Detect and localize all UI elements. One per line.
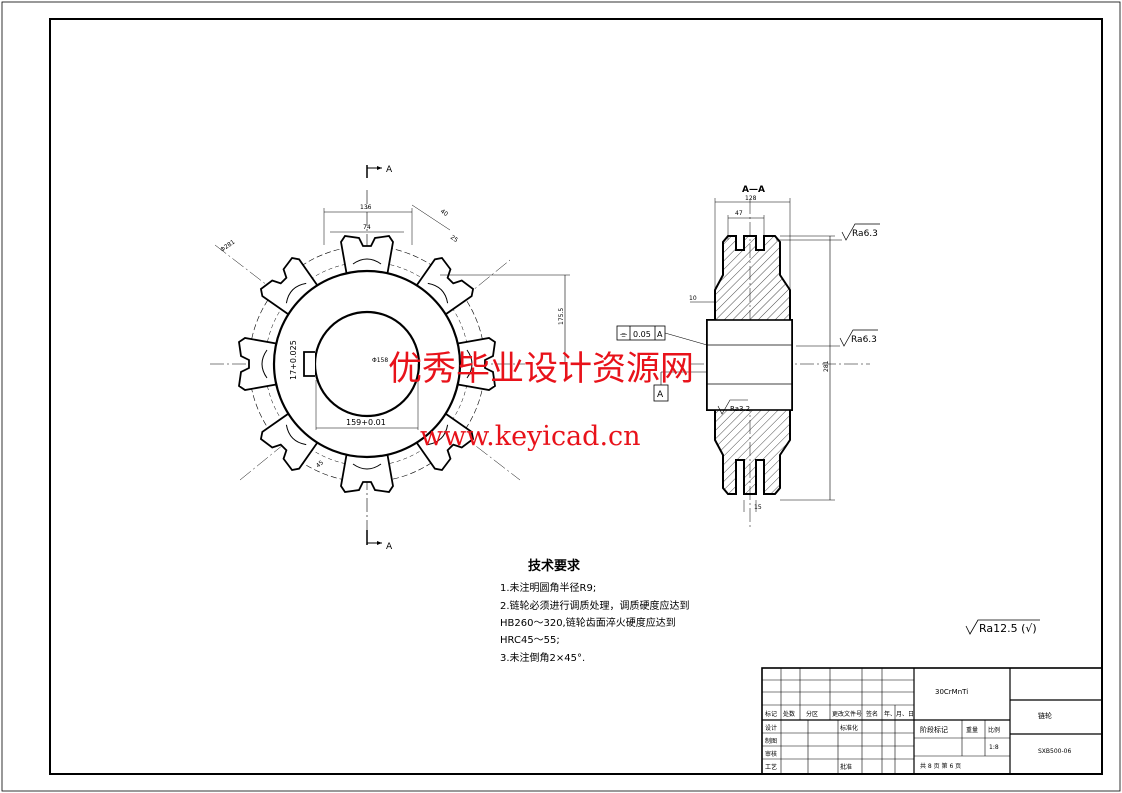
- dim-tooth-gap: 47: [735, 210, 743, 217]
- label-design: 设计: [765, 724, 777, 732]
- label-draft: 制图: [765, 737, 777, 745]
- front-view: A A 136 74 40 25 Φ281 175.5 17+0.025 Φ15…: [210, 165, 570, 552]
- ra-bore: Ra3.2: [730, 405, 750, 413]
- title-block: [761, 667, 1103, 775]
- tol-value: 0.05: [633, 330, 651, 339]
- hdr-count: 处数: [783, 710, 795, 718]
- dim-bore-len: 159+0.01: [346, 418, 386, 427]
- tech-item-4: HRC45～55;: [500, 635, 560, 646]
- sprocket-tooth: [340, 451, 394, 493]
- dim-outer-dia: Φ281: [219, 239, 236, 254]
- tooth-chamfer-line: [285, 282, 307, 304]
- tech-item-1: 1.未注明圆角半径R9;: [500, 581, 596, 594]
- dim-bore: Φ158: [372, 357, 388, 364]
- tol-datum: A: [657, 330, 663, 339]
- hdr-date: 年、月、日: [884, 710, 914, 718]
- sheet-info: 共 8 页 第 6 页: [920, 762, 961, 770]
- dim-inner-width: 74: [363, 224, 371, 231]
- section-mark-top: A: [386, 165, 393, 175]
- datum-box: A: [657, 390, 664, 400]
- dim-pitch: 175.5: [558, 308, 565, 325]
- hdr-sign: 签名: [866, 710, 878, 718]
- tooth-chamfer-line: [261, 349, 268, 379]
- watermark-cn: 优秀毕业设计资源网: [388, 349, 694, 389]
- sprocket-tooth: [454, 337, 496, 391]
- tech-item-5: 3.未注倒角2×45°.: [500, 651, 585, 664]
- scale-label: 比例: [988, 726, 1000, 734]
- tooth-chamfer-line: [427, 282, 449, 304]
- hdr-mark: 标记: [765, 710, 777, 718]
- section-title: A—A: [742, 185, 765, 195]
- dim-hub-offset: 10: [689, 295, 697, 302]
- hdr-file: 更改文件号: [832, 710, 862, 718]
- weight-label: 重量: [966, 726, 978, 734]
- tech-item-3: HB260～320,链轮齿面淬火硬度应达到: [500, 616, 676, 629]
- label-process: 工艺: [765, 763, 777, 771]
- tooth-chamfer-line: [352, 463, 382, 470]
- watermark-url: www.keyicad.cn: [420, 421, 641, 452]
- dim-tooth-width: 40: [439, 208, 449, 218]
- sprocket-tooth: [340, 235, 394, 277]
- dim-chordal: 136: [360, 204, 372, 211]
- section-view: A—A 128 47 10 15 281 Ra6.3 Ra6.3: [616, 185, 880, 530]
- scale-value: 1:8: [989, 744, 999, 751]
- tech-item-2: 2.链轮必须进行调质处理，调质硬度应达到: [500, 599, 690, 612]
- label-check: 审核: [765, 750, 777, 758]
- label-approve: 批准: [840, 763, 852, 771]
- drawing-border: [49, 18, 1103, 775]
- drawing-no: SXB500-06: [1038, 748, 1071, 755]
- ra-top: Ra6.3: [852, 229, 878, 239]
- dim-bottom-gap: 15: [754, 504, 762, 511]
- ra-mid: Ra6.3: [851, 335, 877, 345]
- dim-angle: 45: [315, 459, 325, 469]
- tooth-chamfer-line: [352, 258, 382, 265]
- label-standard: 标准化: [840, 724, 858, 732]
- tooth-chamfer-line: [466, 349, 473, 379]
- tooth-chamfer-line: [427, 424, 449, 446]
- dim-keyway: 17+0.025: [289, 340, 298, 380]
- dim-width-total: 128: [745, 195, 757, 202]
- tech-title: 技术要求: [528, 558, 581, 574]
- dim-height: 281: [823, 360, 830, 372]
- ra-general: Ra12.5 (√): [979, 622, 1037, 635]
- tooth-chamfer-line: [285, 424, 307, 446]
- material: 30CrMnTi: [935, 688, 968, 696]
- section-mark-bottom: A: [386, 542, 393, 552]
- hdr-zone: 分区: [806, 710, 818, 718]
- tech-requirements: 技术要求 1.未注明圆角半径R9; 2.链轮必须进行调质处理，调质硬度应达到 H…: [500, 558, 690, 664]
- part-name: 链轮: [1038, 711, 1052, 720]
- tol-symbol: ⌯: [620, 330, 628, 340]
- stage-mark: 阶段标记: [920, 725, 948, 734]
- title-block-text: 30CrMnTi 链轮 SXB500-06 标记 处数 分区 更改文件号 签名 …: [765, 688, 1071, 771]
- sprocket-tooth: [238, 337, 280, 391]
- dim-tooth-tip: 25: [449, 234, 459, 244]
